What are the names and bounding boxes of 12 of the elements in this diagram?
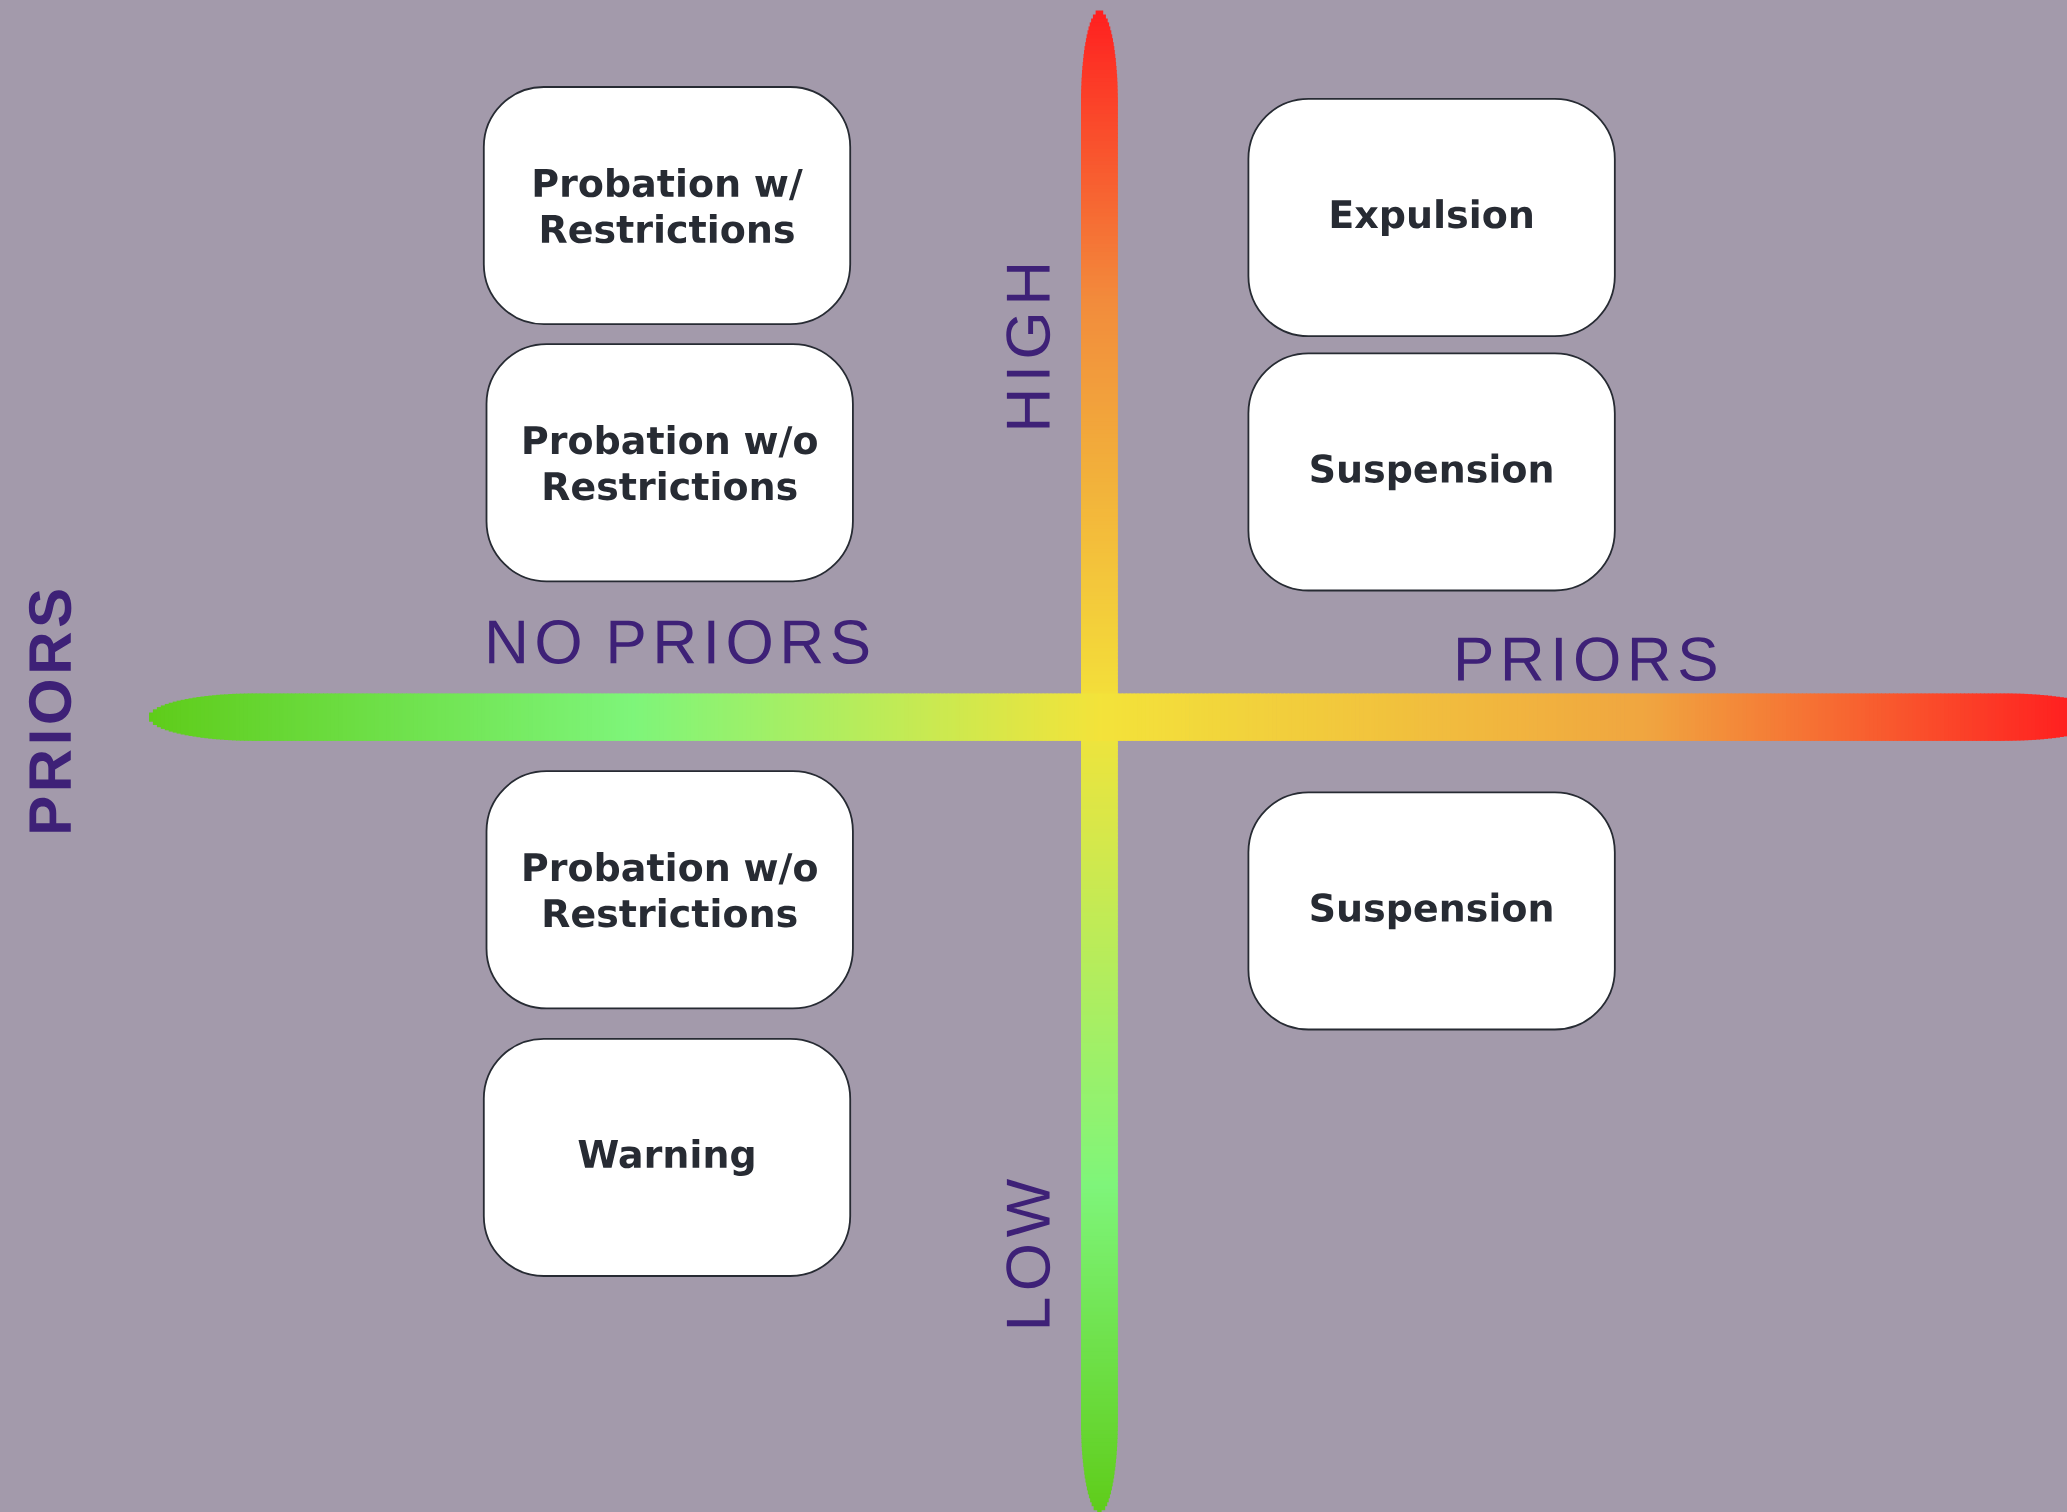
option-box: Suspension [1247, 791, 1616, 1031]
option-box: Probation w/ Restrictions [482, 86, 852, 326]
option-box: Probation w/o Restrictions [485, 770, 854, 1010]
axis-label: PRIORS [1458, 637, 1716, 682]
axis-label: PRIORS [28, 590, 72, 832]
option-box: Suspension [1247, 352, 1616, 592]
axis-label: HIGH [1006, 265, 1051, 428]
axis-label: LOW [1006, 1179, 1051, 1327]
option-box: Probation w/o Restrictions [485, 343, 854, 583]
option-box: Warning [482, 1037, 852, 1277]
option-box: Expulsion [1247, 98, 1616, 337]
axis-label: NO PRIORS [489, 620, 869, 664]
